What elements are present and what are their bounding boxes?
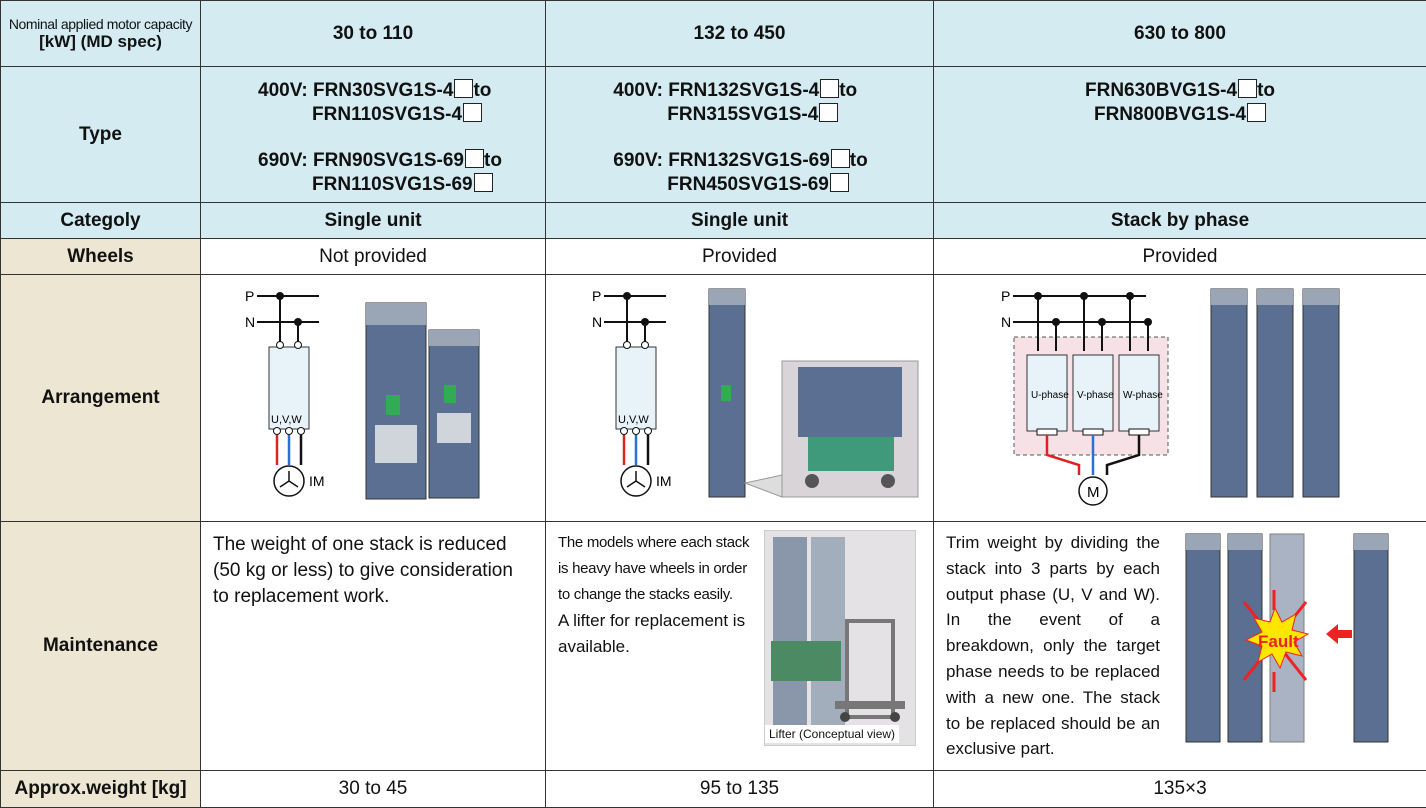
type-row: Type 400V: FRN30SVG1S-4 to FRN110SVG1S-4 … bbox=[1, 67, 1426, 203]
fault-label: Fault bbox=[1258, 629, 1299, 655]
to-label: to bbox=[1257, 80, 1275, 101]
n-label: N bbox=[592, 314, 602, 330]
maintenance-row: Maintenance The weight of one stack is r… bbox=[1, 522, 1426, 771]
model-range-start: FRN132SVG1S-4 bbox=[668, 80, 819, 101]
capacity-label-line2: [kW] (MD spec) bbox=[1, 32, 200, 52]
weight-row: Approx.weight [kg] 30 to 45 95 to 135 13… bbox=[1, 771, 1426, 808]
wheels-col1: Not provided bbox=[201, 239, 546, 275]
phase-stacks-image bbox=[1211, 289, 1339, 497]
im-label: IM bbox=[309, 473, 325, 489]
capacity-col2: 132 to 450 bbox=[546, 1, 934, 67]
inverter-stack-image bbox=[709, 289, 918, 497]
to-label: to bbox=[484, 150, 502, 171]
maintenance-col1: The weight of one stack is reduced (50 k… bbox=[201, 522, 546, 771]
category-col3: Stack by phase bbox=[934, 203, 1426, 239]
arrangement-row: Arrangement P N U,V,W IM bbox=[1, 275, 1426, 522]
capacity-col3: 630 to 800 bbox=[934, 1, 1426, 67]
p-label: P bbox=[1001, 288, 1010, 304]
wheels-col2: Provided bbox=[546, 239, 934, 275]
m-label: M bbox=[1087, 484, 1100, 501]
category-row: Categoly Single unit Single unit Stack b… bbox=[1, 203, 1426, 239]
model-range-start: FRN90SVG1S-69 bbox=[313, 150, 464, 171]
arrangement-col3: P N U-phase V-phase W-phase bbox=[934, 275, 1426, 522]
capacity-col1: 30 to 110 bbox=[201, 1, 546, 67]
weight-col3: 135×3 bbox=[934, 771, 1426, 808]
type-col2-a-prefix: 400V: bbox=[613, 80, 668, 101]
category-col1: Single unit bbox=[201, 203, 546, 239]
weight-col2: 95 to 135 bbox=[546, 771, 934, 808]
maintenance-col2-text1: The models where each stack is heavy hav… bbox=[558, 530, 754, 608]
model-range-end: FRN110SVG1S-69 bbox=[312, 174, 473, 195]
arrangement-label: Arrangement bbox=[1, 275, 201, 522]
wheels-label: Wheels bbox=[1, 239, 201, 275]
arrangement-col2: P N U,V,W IM bbox=[546, 275, 934, 522]
single-unit-wheels-diagram: P N U,V,W IM bbox=[546, 275, 933, 515]
arrangement-col1: P N U,V,W IM bbox=[201, 275, 546, 522]
weight-label: Approx.weight [kg] bbox=[1, 771, 201, 808]
model-range-end: FRN450SVG1S-69 bbox=[667, 174, 829, 195]
to-label: to bbox=[473, 80, 491, 101]
single-unit-wiring-diagram: P N U,V,W IM bbox=[201, 275, 545, 515]
maintenance-col1-text: The weight of one stack is reduced (50 k… bbox=[213, 532, 533, 610]
type-col1: 400V: FRN30SVG1S-4 to FRN110SVG1S-4 690V:… bbox=[201, 67, 546, 203]
maintenance-col3: Trim weight by dividing the stack into 3… bbox=[934, 522, 1426, 771]
n-label: N bbox=[1001, 314, 1011, 330]
category-label: Categoly bbox=[1, 203, 201, 239]
im-label: IM bbox=[656, 473, 672, 489]
model-range-start: FRN132SVG1S-69 bbox=[668, 150, 830, 171]
to-label: to bbox=[850, 150, 868, 171]
type-label: Type bbox=[1, 67, 201, 203]
lifter-caption: Lifter (Conceptual view) bbox=[765, 725, 899, 743]
p-label: P bbox=[592, 288, 601, 304]
maintenance-col2: The models where each stack is heavy hav… bbox=[546, 522, 934, 771]
wheels-col3: Provided bbox=[934, 239, 1426, 275]
fault-illustration: Fault bbox=[1174, 530, 1414, 744]
weight-col1: 30 to 45 bbox=[201, 771, 546, 808]
maintenance-col3-text: Trim weight by dividing the stack into 3… bbox=[946, 530, 1160, 762]
model-range-start: FRN630BVG1S-4 bbox=[1085, 80, 1237, 101]
uvw-label: U,V,W bbox=[618, 414, 649, 426]
type-col2: 400V: FRN132SVG1S-4 to FRN315SVG1S-4 690V… bbox=[546, 67, 934, 203]
capacity-label-cell: Nominal applied motor capacity [kW] (MD … bbox=[1, 1, 201, 67]
category-col2: Single unit bbox=[546, 203, 934, 239]
inverter-unit-image bbox=[366, 303, 479, 499]
type-col1-a-prefix: 400V: bbox=[258, 80, 313, 101]
maintenance-label: Maintenance bbox=[1, 522, 201, 771]
n-label: N bbox=[245, 314, 255, 330]
lifter-image: Lifter (Conceptual view) bbox=[764, 530, 916, 746]
uvw-label: U,V,W bbox=[271, 414, 302, 426]
stack-by-phase-diagram: P N U-phase V-phase W-phase bbox=[934, 275, 1426, 515]
v-phase-label: V-phase bbox=[1077, 390, 1114, 401]
p-label: P bbox=[245, 288, 254, 304]
type-col3: FRN630BVG1S-4 to FRN800BVG1S-4 bbox=[934, 67, 1426, 203]
type-col2-b-prefix: 690V: bbox=[613, 150, 668, 171]
header-row: Nominal applied motor capacity [kW] (MD … bbox=[1, 1, 1426, 67]
model-range-start: FRN30SVG1S-4 bbox=[313, 80, 453, 101]
model-range-end: FRN800BVG1S-4 bbox=[1094, 104, 1246, 125]
to-label: to bbox=[839, 80, 857, 101]
wheels-row: Wheels Not provided Provided Provided bbox=[1, 239, 1426, 275]
model-range-end: FRN315SVG1S-4 bbox=[667, 104, 818, 125]
capacity-label-line1: Nominal applied motor capacity bbox=[1, 16, 200, 32]
u-phase-label: U-phase bbox=[1031, 390, 1069, 401]
model-range-end: FRN110SVG1S-4 bbox=[312, 104, 462, 125]
maintenance-col2-text2: A lifter for replacement is available. bbox=[558, 608, 754, 660]
w-phase-label: W-phase bbox=[1123, 390, 1163, 401]
type-col1-b-prefix: 690V: bbox=[258, 150, 313, 171]
